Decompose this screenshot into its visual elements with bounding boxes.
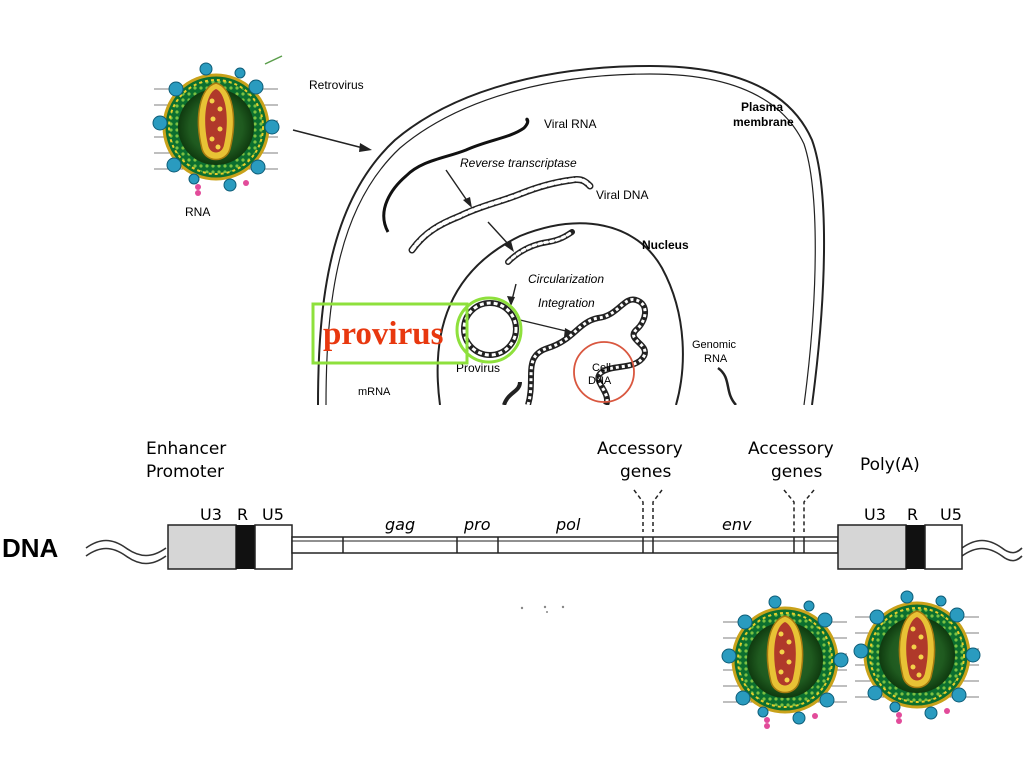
rna-label: RNA (185, 205, 210, 219)
gene-pol-label: pol (555, 515, 581, 534)
ltr-left-r-label: R (237, 505, 248, 524)
cell-diagram: Retrovirus RNA Plasma membrane Viral RNA… (151, 55, 826, 411)
ltr-right-u5-block (924, 524, 963, 570)
cell-dna-line1: Cell (592, 362, 611, 374)
genome-map: DNA Enhancer Promoter U3 R U5 g (2, 439, 1023, 570)
provirus-callout-box (311, 302, 469, 365)
accessory-genes-left-line1: Accessory (597, 439, 683, 459)
nucleus-label: Nucleus (642, 238, 689, 252)
mrna-label: mRNA (358, 386, 391, 398)
ltr-right-u3-block (837, 524, 907, 570)
circularization-label: Circularization (528, 272, 604, 286)
host-chromatin (525, 296, 648, 407)
gene-gag-label: gag (385, 515, 415, 534)
plasma-label-line2: membrane (733, 115, 794, 129)
flanking-dna-right (961, 539, 1023, 554)
dna-label: DNA (2, 533, 59, 563)
accessory-genes-right-line2: genes (771, 462, 822, 482)
flanking-dna-left (85, 539, 167, 557)
virus-particle-bottom-right-icon (852, 589, 982, 726)
viral-dna-label: Viral DNA (596, 188, 648, 202)
ltr-right-u3-label: U3 (864, 505, 886, 524)
virus-particle-bottom-left-icon (720, 594, 850, 731)
entry-arrow (292, 129, 364, 149)
cell-dna-circle (573, 341, 635, 403)
provirus-callout-label: provirus (323, 316, 444, 352)
nucleus-outline (436, 222, 684, 406)
ltr-left-u5-label: U5 (262, 505, 284, 524)
plasma-membrane-outline (317, 64, 826, 406)
genomic-rna-line1: Genomic (692, 339, 737, 351)
retrovirus-label: Retrovirus (309, 78, 364, 92)
integration-label: Integration (538, 296, 595, 310)
retrovirus-particle-icon (151, 61, 281, 198)
viral-rna-label: Viral RNA (544, 117, 596, 131)
provirus-highlight-circle (455, 296, 523, 364)
ltr-left-r-block (236, 525, 255, 569)
ltr-right-r-block (906, 525, 925, 569)
gene-env-label: env (722, 515, 752, 534)
ltr-left-u5-block (254, 524, 293, 570)
coding-region-bar (291, 536, 839, 554)
enhancer-label: Enhancer (146, 439, 226, 459)
ltr-left-u3-block (167, 524, 237, 570)
viral-rna-strand (382, 117, 530, 233)
accessory-genes-left-line2: genes (620, 462, 671, 482)
polya-label: Poly(A) (860, 455, 920, 475)
ltr-left: U3 R U5 (167, 505, 293, 570)
ltr-right-u5-label: U5 (940, 505, 962, 524)
ltr-right-r-label: R (907, 505, 918, 524)
cell-dna-line2: DNA (588, 375, 612, 387)
ltr-right: U3 R U5 (837, 505, 963, 570)
plasma-label-line1: Plasma (741, 100, 783, 114)
promoter-label: Promoter (146, 462, 224, 482)
gene-pro-label: pro (463, 515, 491, 534)
speckle-marks (520, 605, 565, 613)
accessory-genes-right-line1: Accessory (748, 439, 834, 459)
ltr-left-u3-label: U3 (200, 505, 222, 524)
reverse-transcriptase-label: Reverse transcriptase (460, 156, 577, 170)
genomic-rna-line2: RNA (704, 353, 728, 365)
